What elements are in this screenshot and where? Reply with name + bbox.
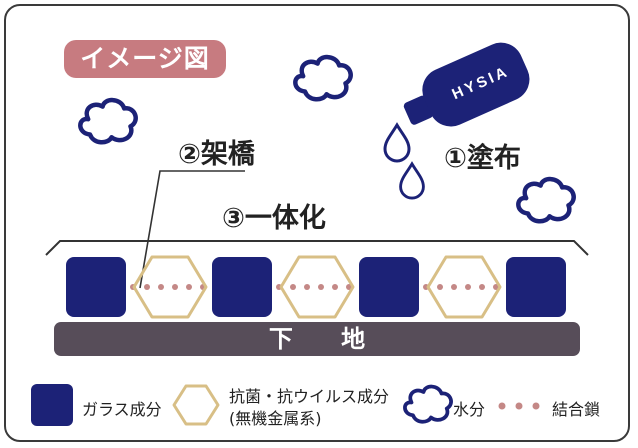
base-layer: 下 地 [54,322,580,356]
layer-bracket [45,240,589,256]
antibacterial-hexagon [426,255,502,319]
water-drop-icon [383,123,411,163]
legend-antibacterial-label: 抗菌・抗ウイルス成分 [229,387,390,406]
water-drop-icon [399,162,425,200]
legend-hexagon-icon [172,384,220,426]
pointer-line [139,170,245,289]
water-cloud-icon [295,57,350,99]
image-badge: イメージ図 [64,40,226,78]
bond-chain [130,284,499,290]
glass-block [359,257,419,317]
legend-bond-label: 結合鎖 [552,400,601,419]
legend-water-label: 水分 [453,400,486,419]
water-cloud-icon [80,100,135,142]
legend-glass-label: ガラス成分 [82,400,162,419]
step-bridge-label: ②架橋 [178,139,255,170]
glass-block [66,257,126,317]
glass-block [506,257,566,317]
legend-bond-icon [498,402,540,410]
antibacterial-hexagon [132,255,208,319]
step-apply-label: ①塗布 [444,143,521,174]
water-cloud-icon [518,179,573,221]
legend-water-icon [403,384,453,424]
spray-bottle-icon: HYSIA [403,42,530,127]
legend-glass-icon [31,384,73,426]
step-unify-label: ③一体化 [222,203,326,234]
antibacterial-hexagon [279,255,355,319]
glass-block [212,257,272,317]
legend-antibacterial-sublabel: (無機金属系) [229,409,322,428]
